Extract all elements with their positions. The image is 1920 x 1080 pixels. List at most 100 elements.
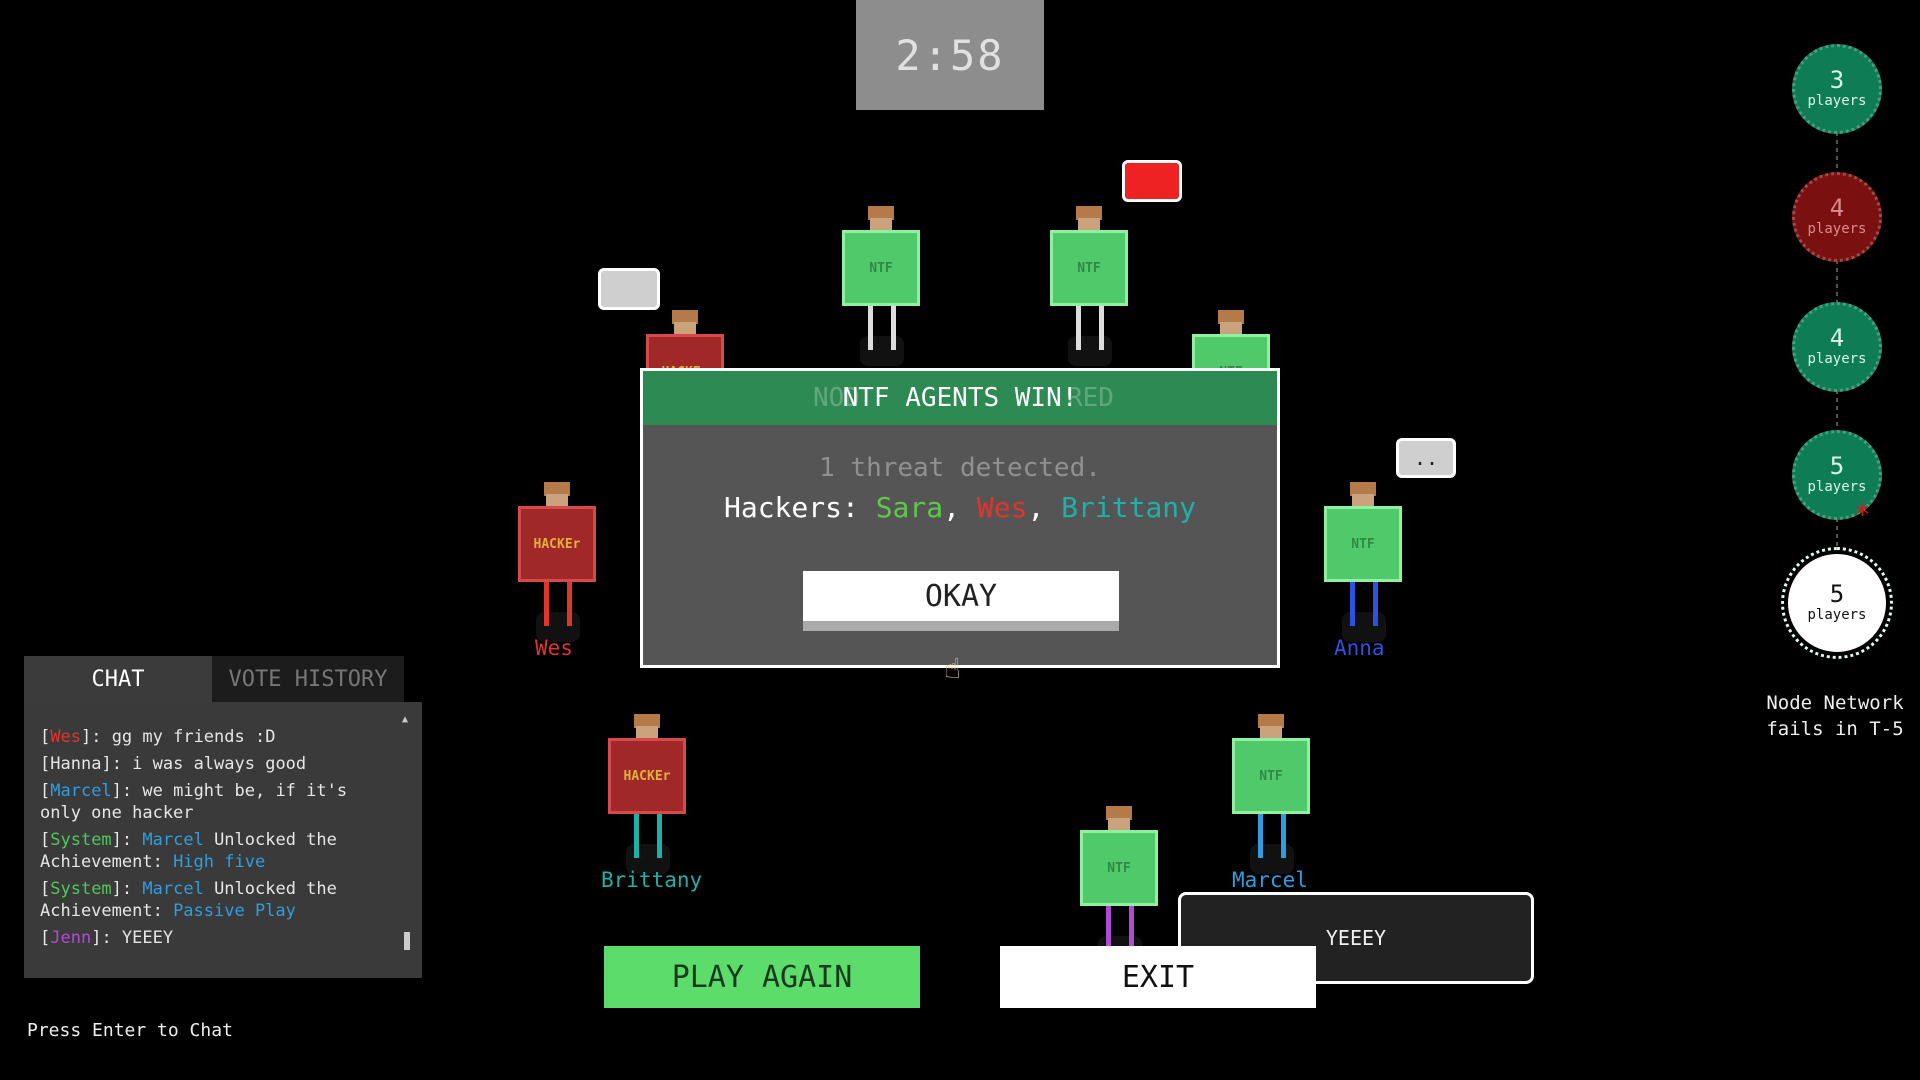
avatar-hat bbox=[634, 714, 660, 728]
player-name: Wes bbox=[535, 636, 573, 660]
avatar-hat bbox=[672, 310, 698, 324]
node-caption-line1: Node Network bbox=[1766, 692, 1904, 714]
hacker-separator: , bbox=[943, 491, 977, 524]
chat-text: Unlocked the Achievement: bbox=[40, 830, 337, 872]
bracket: [ bbox=[40, 928, 51, 948]
threat-count-text: 1 threat detected. bbox=[819, 453, 1101, 483]
flag-bubble-icon bbox=[1122, 160, 1182, 202]
avatar-legs bbox=[634, 814, 662, 858]
role-badge: NTF bbox=[1232, 738, 1310, 814]
role-badge: HACKEr bbox=[518, 506, 596, 582]
chat-text: Marcel bbox=[142, 830, 204, 850]
avatar-hat bbox=[544, 482, 570, 496]
avatar-legs bbox=[868, 306, 896, 350]
avatar-legs bbox=[544, 582, 572, 626]
player-name: Anna bbox=[1334, 636, 1385, 660]
role-badge: NTF bbox=[1324, 506, 1402, 582]
avatar-head bbox=[1078, 218, 1100, 232]
hacker-name: Sara bbox=[875, 491, 944, 524]
avatar-shadow bbox=[1250, 844, 1294, 874]
node-player-count: 4 bbox=[1829, 194, 1845, 222]
chat-username: System bbox=[50, 879, 112, 899]
chat-username: Hanna bbox=[50, 754, 102, 774]
bracket: [ bbox=[40, 727, 51, 747]
player-avatar: HACKEr bbox=[518, 482, 598, 642]
bracket: ] bbox=[101, 754, 112, 774]
chat-text: High five bbox=[173, 852, 266, 872]
avatar-head bbox=[1220, 322, 1242, 336]
chat-text: Passive Play bbox=[173, 901, 296, 921]
chat-message: [Wes]: gg my friends :D bbox=[40, 726, 392, 748]
player-avatar: NTF bbox=[842, 206, 922, 366]
avatar-hat bbox=[1218, 310, 1244, 324]
avatar-head bbox=[546, 494, 568, 508]
bracket: [ bbox=[40, 781, 51, 801]
avatar-head bbox=[1108, 818, 1130, 832]
bracket: ] bbox=[91, 928, 102, 948]
bracket: ] bbox=[111, 830, 122, 850]
hackers-line: Hackers: Sara, Wes, Brittany bbox=[643, 491, 1277, 524]
player-name: Marcel bbox=[1232, 868, 1308, 892]
bracket: [ bbox=[40, 830, 51, 850]
hacker-name: Brittany bbox=[1061, 491, 1197, 524]
avatar-hat bbox=[1350, 482, 1376, 496]
chat-scroll-up-icon[interactable]: ▲ bbox=[402, 714, 409, 725]
chat-log[interactable]: [Wes]: gg my friends :D[Hanna]: i was al… bbox=[24, 702, 422, 978]
role-badge: HACKEr bbox=[608, 738, 686, 814]
player-avatar: NTF bbox=[1232, 714, 1312, 874]
avatar-hat bbox=[868, 206, 894, 220]
win-dialog: NOD NTF AGENTS WIN! RED 1 threat detecte… bbox=[640, 368, 1280, 668]
node-player-count: 3 bbox=[1829, 66, 1845, 94]
node-caption-line2: fails in T-5 bbox=[1766, 718, 1904, 740]
ghost-title-right: RED bbox=[1067, 383, 1114, 413]
chat-text: : YEEEY bbox=[101, 928, 174, 948]
tab-vote-history[interactable]: VOTE HISTORY bbox=[212, 656, 404, 702]
chat-text: : bbox=[121, 830, 143, 850]
chat-scrollbar[interactable] bbox=[404, 932, 410, 950]
player-avatar: NTF bbox=[1324, 482, 1404, 642]
chat-text: : gg my friends :D bbox=[91, 727, 276, 747]
node-player-count: 5 bbox=[1829, 580, 1845, 608]
node-link bbox=[1836, 132, 1838, 174]
tab-chat[interactable]: CHAT bbox=[24, 656, 212, 702]
node-link bbox=[1836, 260, 1838, 304]
node-player-label: players bbox=[1807, 479, 1867, 495]
player-avatar: NTF bbox=[1050, 206, 1130, 366]
chat-text: Unlocked the Achievement: bbox=[40, 879, 337, 921]
avatar-hat bbox=[1076, 206, 1102, 220]
chat-message: [Hanna]: i was always good bbox=[40, 753, 392, 775]
node-link bbox=[1836, 518, 1838, 552]
node-player-count: 5 bbox=[1829, 452, 1845, 480]
avatar-head bbox=[870, 218, 892, 232]
node-player-label: players bbox=[1807, 93, 1867, 109]
avatar-shadow bbox=[860, 336, 904, 366]
chat-text: : bbox=[121, 879, 143, 899]
avatar-head bbox=[674, 322, 696, 336]
bracket: ] bbox=[111, 781, 122, 801]
avatar-shadow bbox=[1342, 612, 1386, 642]
node-player-count: 4 bbox=[1829, 324, 1845, 352]
chat-username: Jenn bbox=[50, 928, 92, 948]
avatar-shadow bbox=[536, 612, 580, 642]
node-network-caption: Node Network fails in T-5 bbox=[1740, 690, 1920, 742]
bracket: ] bbox=[80, 727, 92, 747]
dialog-header: NOD NTF AGENTS WIN! RED bbox=[643, 371, 1277, 425]
chat-message: [System]: Marcel Unlocked the Achievemen… bbox=[40, 829, 392, 873]
role-badge: NTF bbox=[1050, 230, 1128, 306]
hacker-separator: , bbox=[1027, 491, 1062, 524]
role-badge: NTF bbox=[842, 230, 920, 306]
anna-speech-bubble: .. bbox=[1396, 438, 1456, 478]
dialog-title: NTF AGENTS WIN! bbox=[842, 383, 1078, 413]
exit-button[interactable]: EXIT bbox=[1000, 946, 1316, 1008]
speech-bubble-icon bbox=[598, 268, 660, 310]
chat-message: [Marcel]: we might be, if it's only one … bbox=[40, 780, 392, 824]
chat-message: [System]: Marcel Unlocked the Achievemen… bbox=[40, 878, 392, 922]
chat-text: : i was always good bbox=[111, 754, 307, 774]
bracket: ] bbox=[111, 879, 122, 899]
okay-button[interactable]: OKAY bbox=[803, 571, 1119, 631]
play-again-button[interactable]: PLAY AGAIN bbox=[604, 946, 920, 1008]
chat-text: Marcel bbox=[142, 879, 204, 899]
